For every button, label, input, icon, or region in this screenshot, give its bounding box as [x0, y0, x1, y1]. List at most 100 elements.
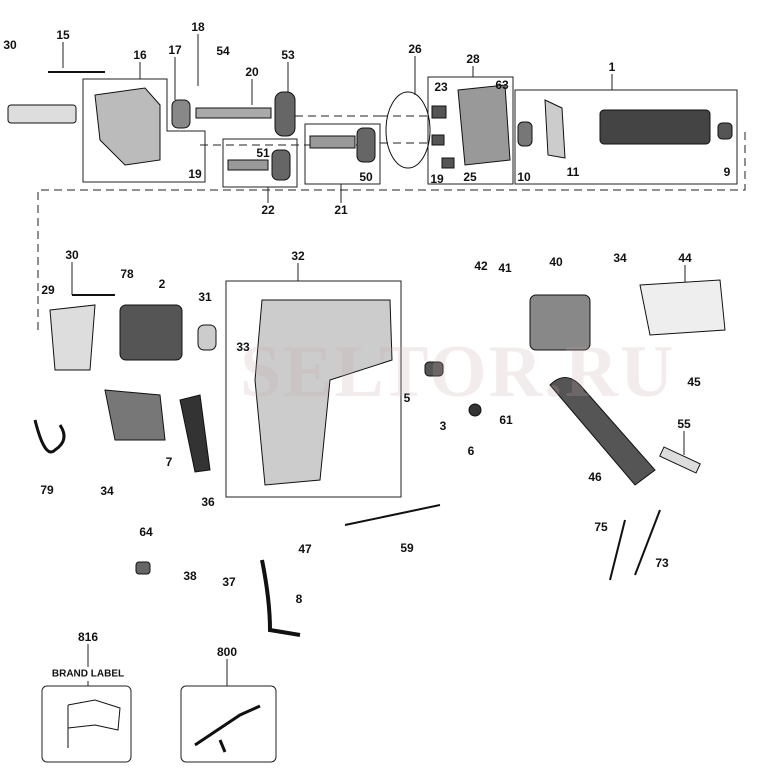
part-label-51[interactable]: 51: [256, 146, 270, 160]
part-label-55[interactable]: 55: [677, 417, 691, 431]
part-75-lead: [609, 519, 626, 581]
part-26-gasket: [385, 91, 431, 169]
brand-label-box: [41, 685, 132, 763]
part-40-housing: [529, 294, 591, 351]
part-10-bearing: [517, 121, 533, 147]
part-5-adapter: [424, 361, 444, 377]
part-19-bearing: [431, 134, 445, 146]
part-53-gear: [274, 91, 296, 137]
part-9-bearing: [717, 122, 733, 140]
part-label-2[interactable]: 2: [158, 277, 166, 291]
part-25-bearing: [441, 157, 455, 169]
part-label-45[interactable]: 45: [687, 375, 701, 389]
part-11-baffle: [544, 99, 566, 159]
group-box-21: [304, 123, 381, 185]
part-label-36[interactable]: 36: [201, 495, 215, 509]
part-17-bearing: [171, 99, 191, 129]
part-label-11[interactable]: 11: [566, 165, 580, 179]
part-label-34-b[interactable]: 34: [100, 484, 114, 498]
part-label-8[interactable]: 8: [295, 592, 303, 606]
part-label-79[interactable]: 79: [40, 483, 54, 497]
part-label-800[interactable]: 800: [216, 645, 238, 659]
group-box-22: [222, 138, 298, 188]
part-label-6[interactable]: 6: [467, 444, 475, 458]
part-label-38[interactable]: 38: [183, 569, 197, 583]
brand-label-caption: BRAND LABEL: [51, 668, 125, 680]
part-44-bracket: [639, 279, 726, 336]
part-label-25[interactable]: 25: [463, 170, 477, 184]
part-2-field: [119, 304, 183, 361]
part-30-tube: [7, 104, 77, 124]
part-label-32[interactable]: 32: [291, 249, 305, 263]
part-51-gear: [271, 149, 291, 181]
part-6-knob: [468, 403, 482, 417]
part-1-armature: [599, 109, 711, 145]
part-label-816[interactable]: 816: [77, 630, 99, 644]
part-label-21[interactable]: 21: [334, 203, 348, 217]
brand-label-flag-icon: [67, 699, 121, 748]
part-label-61[interactable]: 61: [499, 413, 513, 427]
watermark: SELTOR.RU: [240, 331, 676, 413]
part-label-7[interactable]: 7: [165, 455, 173, 469]
part-label-9[interactable]: 9: [723, 165, 731, 179]
part-23-bearing: [431, 105, 447, 119]
part-8-cord: [260, 559, 301, 637]
part-label-19-b[interactable]: 19: [430, 172, 444, 186]
part-label-1[interactable]: 1: [608, 60, 616, 74]
part-label-34[interactable]: 34: [613, 251, 627, 265]
part-label-30[interactable]: 30: [3, 38, 17, 52]
part-59-wire: [344, 504, 441, 526]
part-label-28[interactable]: 28: [466, 52, 480, 66]
group-box-1: [514, 89, 738, 185]
group-box-28: [427, 76, 514, 185]
part-36-lever: [179, 394, 211, 473]
part-16-gear-case: [94, 87, 161, 166]
part-label-37[interactable]: 37: [222, 575, 236, 589]
part-label-64[interactable]: 64: [139, 525, 153, 539]
part-label-3[interactable]: 3: [439, 419, 447, 433]
part-label-31[interactable]: 31: [198, 290, 212, 304]
part-label-63[interactable]: 63: [495, 78, 509, 92]
part-label-23[interactable]: 23: [434, 80, 448, 94]
part-label-18[interactable]: 18: [191, 20, 205, 34]
part-label-41[interactable]: 41: [498, 261, 512, 275]
part-79-hook: [33, 419, 66, 454]
part-label-46[interactable]: 46: [588, 470, 602, 484]
part-label-40[interactable]: 40: [549, 255, 563, 269]
part-46-side-handle: [549, 377, 656, 486]
part-label-17[interactable]: 17: [168, 43, 182, 57]
part-label-42[interactable]: 42: [474, 259, 488, 273]
part-73-lead: [634, 509, 661, 576]
part-label-73[interactable]: 73: [655, 556, 669, 570]
part-label-75[interactable]: 75: [594, 520, 608, 534]
part-label-78[interactable]: 78: [120, 267, 134, 281]
part-label-29[interactable]: 29: [41, 283, 55, 297]
part-32-handle: [254, 299, 393, 486]
part-label-5[interactable]: 5: [403, 391, 411, 405]
group-box-32: [225, 280, 402, 498]
part-label-20[interactable]: 20: [245, 65, 259, 79]
part-20-shaft: [195, 107, 272, 119]
part-label-33[interactable]: 33: [236, 340, 250, 354]
part-label-30-b[interactable]: 30: [65, 248, 79, 262]
part-64-nut: [135, 561, 151, 575]
part-label-50[interactable]: 50: [359, 170, 373, 184]
part-label-22[interactable]: 22: [261, 203, 275, 217]
part-label-47[interactable]: 47: [298, 542, 312, 556]
part-label-16[interactable]: 16: [133, 48, 147, 62]
part-label-15[interactable]: 15: [56, 28, 70, 42]
part-7-switch: [104, 389, 166, 441]
group-box-16: [82, 78, 206, 183]
part-50-shaft: [309, 135, 356, 149]
part-label-53[interactable]: 53: [281, 48, 295, 62]
part-label-54[interactable]: 54: [216, 44, 230, 58]
part-label-59[interactable]: 59: [400, 541, 414, 555]
part-label-44[interactable]: 44: [678, 251, 692, 265]
cord-plug-icon: [194, 704, 261, 753]
part-label-10[interactable]: 10: [517, 170, 531, 184]
part-28-housing: [457, 84, 511, 166]
part-29-brush-holder: [49, 304, 96, 371]
part-label-26[interactable]: 26: [408, 42, 422, 56]
part-label-19[interactable]: 19: [188, 167, 202, 181]
